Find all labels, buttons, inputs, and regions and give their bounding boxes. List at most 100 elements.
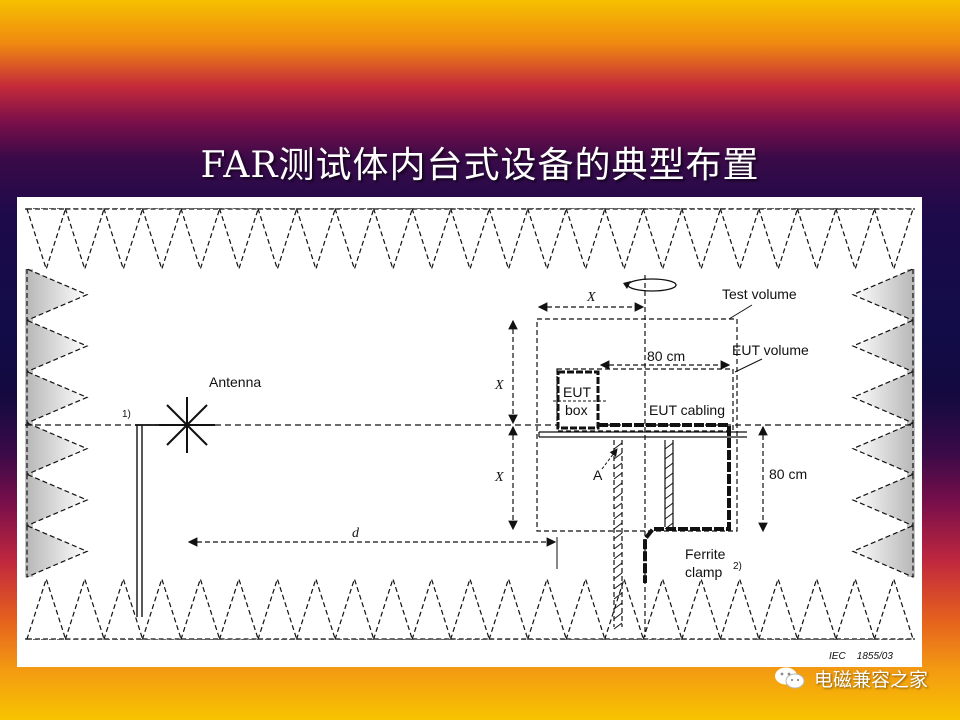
eut-table xyxy=(538,431,747,438)
dimension-80cm-vertical-label: 80 cm xyxy=(769,466,807,482)
absorber-cone xyxy=(334,208,375,271)
hatch-mark xyxy=(664,452,674,460)
hatch-mark xyxy=(613,572,623,580)
x-dimension-left-upper-label: X xyxy=(494,378,504,393)
absorber-cone xyxy=(604,208,645,271)
absorber-cone xyxy=(257,577,298,640)
absorber-cone xyxy=(26,577,67,640)
point-a-leader xyxy=(601,448,618,470)
eut-box xyxy=(556,370,600,430)
hatch-mark xyxy=(613,562,623,570)
absorber-cone xyxy=(334,577,375,640)
absorber-cone xyxy=(681,208,722,271)
absorber-cone xyxy=(719,208,760,271)
ferrite-clamp-label-line2: clamp xyxy=(685,564,723,580)
absorber-cone xyxy=(141,577,182,640)
hatch-mark xyxy=(613,612,623,620)
leg-hatching-right xyxy=(664,442,674,530)
hatch-mark xyxy=(664,472,674,480)
dimension-80cm-horizontal-label: 80 cm xyxy=(647,348,685,364)
slide-title: FAR测试体内台式设备的典型布置 xyxy=(200,145,760,186)
absorber-cone xyxy=(851,422,914,476)
absorber-cone xyxy=(719,577,760,640)
absorber-cone xyxy=(64,208,105,271)
distance-d-label: d xyxy=(352,526,360,541)
absorber-cone xyxy=(565,577,606,640)
absorber-cone xyxy=(218,577,259,640)
note-2-label: 2) xyxy=(733,561,742,572)
hatch-mark xyxy=(613,602,623,610)
point-a-label: A xyxy=(593,467,603,483)
hatch-mark xyxy=(613,582,623,590)
hatch-mark xyxy=(613,542,623,550)
absorber-cone xyxy=(758,208,799,271)
hatch-mark xyxy=(613,522,623,530)
eut-box-label-line1: EUT xyxy=(563,384,591,400)
absorber-cone xyxy=(851,268,914,322)
hatch-mark xyxy=(613,472,623,480)
absorber-cone xyxy=(565,208,606,271)
hatch-mark xyxy=(613,622,623,630)
absorber-cone xyxy=(26,473,89,527)
absorber-cone xyxy=(26,319,89,373)
absorber-cone xyxy=(141,208,182,271)
absorber-cone xyxy=(835,208,876,271)
absorber-cone xyxy=(257,208,298,271)
absorber-cone xyxy=(295,577,336,640)
absorber-cone xyxy=(835,577,876,640)
hatch-mark xyxy=(664,512,674,520)
absorber-cone xyxy=(681,577,722,640)
absorber-cone xyxy=(488,208,529,271)
hatch-mark xyxy=(613,442,623,450)
hatch-mark xyxy=(613,482,623,490)
absorber-cone xyxy=(64,577,105,640)
absorber-cone xyxy=(851,370,914,424)
absorber-cone xyxy=(411,577,452,640)
eut-box-label-line2: box xyxy=(565,402,588,418)
leg-hatching-left xyxy=(613,442,623,630)
x-dimension-top-label: X xyxy=(586,290,596,305)
absorber-cone xyxy=(526,208,568,271)
hatch-mark xyxy=(664,442,674,450)
absorber-cone xyxy=(411,208,452,271)
absorber-cone xyxy=(642,577,683,640)
hatch-mark xyxy=(664,462,674,470)
antenna-label: Antenna xyxy=(209,374,261,390)
absorber-base xyxy=(907,269,915,577)
absorber-cone xyxy=(180,208,221,271)
absorber-cone xyxy=(180,577,221,640)
absorber-cone xyxy=(372,577,414,640)
absorber-cone xyxy=(642,208,683,271)
absorber-cone xyxy=(851,524,914,578)
absorber-cone xyxy=(851,473,914,527)
absorber-column-right xyxy=(851,268,915,578)
test-volume-label: Test volume xyxy=(722,286,797,302)
absorber-cone xyxy=(26,524,89,578)
test-volume-leader xyxy=(728,304,753,320)
absorber-cone xyxy=(26,208,67,271)
rotation-arrow-icon xyxy=(623,278,677,292)
absorber-cone xyxy=(26,268,89,322)
absorber-row-top xyxy=(25,208,915,271)
absorber-cone xyxy=(873,577,914,640)
absorber-cone xyxy=(873,208,914,271)
hatch-mark xyxy=(613,592,623,600)
absorber-cone xyxy=(851,319,914,373)
eut-volume-label: EUT volume xyxy=(732,342,809,358)
absorber-column-left xyxy=(25,268,89,578)
absorber-cone xyxy=(604,577,645,640)
hatch-mark xyxy=(613,462,623,470)
ferrite-clamp-label-line1: Ferrite xyxy=(685,546,726,562)
absorber-cone xyxy=(103,577,144,640)
absorber-cone xyxy=(26,370,89,424)
absorber-cone xyxy=(526,577,568,640)
absorber-cone xyxy=(449,577,491,640)
absorber-cone xyxy=(26,422,89,476)
absorber-row-bottom xyxy=(25,577,915,640)
test-volume-boundary xyxy=(536,318,738,532)
hatch-mark xyxy=(613,452,623,460)
absorber-cone xyxy=(449,208,491,271)
eut-cable xyxy=(598,423,731,583)
note-1-label: 1) xyxy=(122,409,131,420)
hatch-mark xyxy=(613,552,623,560)
